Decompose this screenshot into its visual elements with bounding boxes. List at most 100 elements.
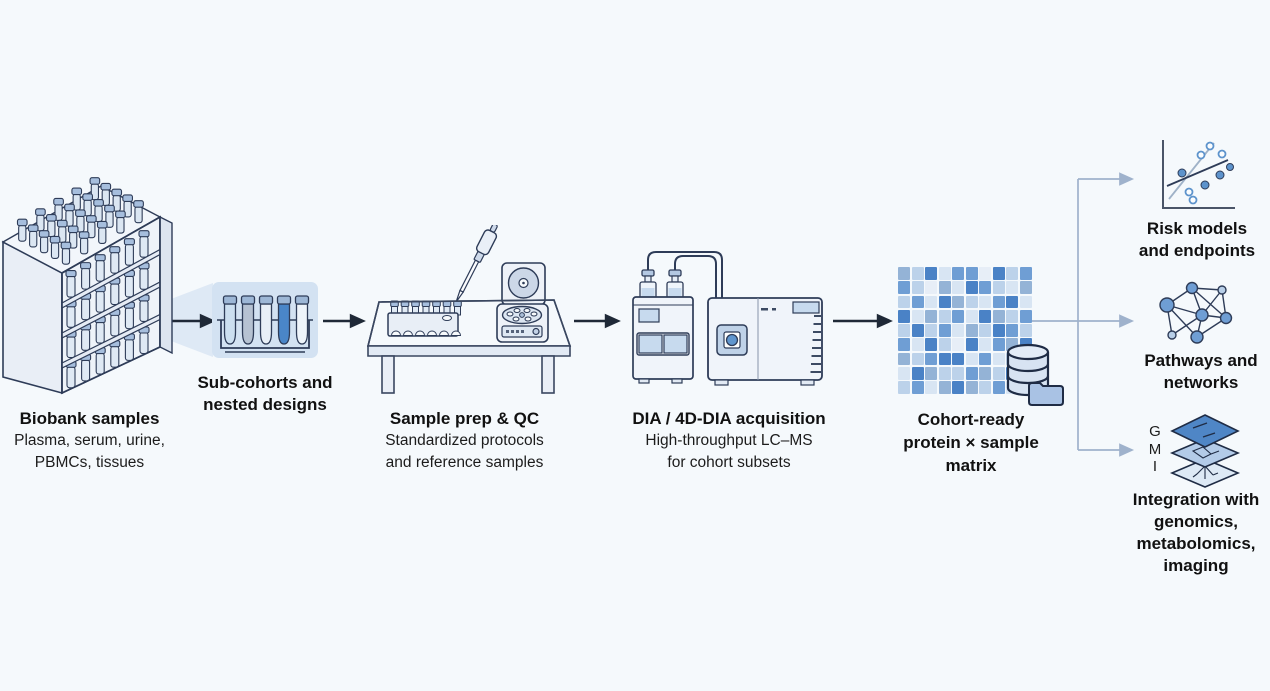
subcohort-inset-panel bbox=[212, 282, 318, 358]
heatmap-cell bbox=[938, 338, 951, 352]
letter-genomics: G bbox=[1149, 423, 1161, 440]
heatmap-cell bbox=[898, 381, 911, 394]
layer-genomics bbox=[1170, 414, 1240, 448]
heatmap-cell bbox=[992, 295, 1005, 309]
heatmap-cell bbox=[965, 381, 978, 394]
heatmap-cell bbox=[952, 267, 965, 280]
sample-tubes bbox=[222, 295, 310, 345]
network-graph-icon bbox=[1159, 281, 1233, 344]
risk-models-label: Risk models and endpoints bbox=[1107, 218, 1270, 262]
heatmap-cell bbox=[965, 324, 978, 337]
heatmap-cell bbox=[1019, 309, 1032, 323]
heatmap-cell bbox=[992, 309, 1005, 323]
stage-title: Sample prep & QC bbox=[389, 409, 540, 428]
heatmap-cell bbox=[1019, 267, 1032, 280]
heatmap-cell bbox=[965, 281, 978, 295]
flow-arrows bbox=[172, 313, 893, 329]
dia-label: DIA / 4D-DIA acquisition High-throughput… bbox=[604, 408, 854, 474]
heatmap-cell bbox=[979, 324, 992, 337]
heatmap-cell bbox=[992, 352, 1005, 366]
folder-icon bbox=[1028, 382, 1064, 406]
heatmap-cell bbox=[925, 381, 938, 394]
heatmap-cell bbox=[911, 267, 924, 280]
heatmap-cell bbox=[992, 366, 1005, 380]
heatmap-matrix bbox=[898, 267, 1032, 394]
stage-title: matrix bbox=[945, 456, 997, 475]
bench-tube-rack bbox=[387, 300, 462, 337]
heatmap-cell bbox=[979, 295, 992, 309]
hplc-cabinet bbox=[632, 296, 694, 384]
heatmap-cell bbox=[911, 309, 924, 323]
pipette-icon bbox=[455, 225, 498, 303]
trend-line-dark bbox=[1166, 159, 1229, 187]
tube-rack-3d-icon bbox=[1, 177, 173, 395]
solvent-bottles bbox=[639, 269, 684, 299]
heatmap-cell bbox=[898, 366, 911, 380]
heatmap-cell bbox=[979, 309, 992, 323]
heatmap-cell bbox=[965, 352, 978, 366]
vent-louvers bbox=[810, 315, 821, 373]
scatter-axes bbox=[1162, 140, 1235, 209]
scatter-points-open bbox=[1184, 141, 1227, 205]
omics-layer-letters: G M I bbox=[1144, 423, 1166, 476]
heatmap-cell bbox=[898, 352, 911, 366]
heatmap-cell bbox=[938, 324, 951, 337]
heatmap-cell bbox=[965, 338, 978, 352]
heatmap-cell bbox=[965, 366, 978, 380]
heatmap-cell bbox=[1006, 309, 1019, 323]
bench-rack-arches bbox=[390, 330, 462, 336]
rack-right-strip bbox=[159, 215, 173, 355]
heatmap-cell bbox=[898, 267, 911, 280]
heatmap-cell bbox=[1006, 324, 1019, 337]
letter-imaging: I bbox=[1152, 458, 1158, 475]
heatmap-cell bbox=[952, 295, 965, 309]
mass-spectrometer bbox=[707, 297, 823, 386]
heatmap-cell bbox=[992, 324, 1005, 337]
output-title: Pathways and bbox=[1144, 351, 1258, 370]
letter-metabolomics: M bbox=[1148, 440, 1162, 458]
heatmap-cell bbox=[992, 267, 1005, 280]
output-title: genomics, bbox=[1153, 512, 1239, 531]
stage-subtitle: PBMCs, tissues bbox=[34, 454, 145, 471]
network-nodes bbox=[1159, 281, 1233, 344]
stacked-omics-layers-icon bbox=[1169, 414, 1241, 488]
heatmap-cell bbox=[898, 338, 911, 352]
heatmap-cell bbox=[1006, 281, 1019, 295]
heatmap-cell bbox=[1006, 267, 1019, 280]
heatmap-cell bbox=[979, 381, 992, 394]
heatmap-cell bbox=[979, 366, 992, 380]
stage-subtitle: and reference samples bbox=[385, 454, 544, 471]
heatmap-cell bbox=[979, 352, 992, 366]
stage-subtitle: Plasma, serum, urine, bbox=[14, 432, 165, 449]
heatmap-cell bbox=[992, 338, 1005, 352]
heatmap-cell bbox=[898, 324, 911, 337]
heatmap-cell bbox=[1006, 295, 1019, 309]
stage-title: Biobank samples bbox=[19, 409, 160, 428]
heatmap-cell bbox=[925, 366, 938, 380]
heatmap-cell bbox=[965, 309, 978, 323]
heatmap-cell bbox=[952, 352, 965, 366]
layer-genomics-doodle bbox=[1192, 422, 1216, 438]
stage-title: DIA / 4D-DIA acquisition bbox=[632, 409, 826, 428]
heatmap-cell bbox=[1019, 295, 1032, 309]
heatmap-cell bbox=[938, 309, 951, 323]
integration-label: Integration with genomics, metabolomics,… bbox=[1106, 489, 1270, 577]
output-title: metabolomics, bbox=[1136, 534, 1256, 553]
branch-lines bbox=[1032, 172, 1135, 457]
heatmap-cell bbox=[938, 295, 951, 309]
heatmap-cell bbox=[979, 281, 992, 295]
layer-metabolomics-doodle bbox=[1191, 446, 1220, 459]
heatmap-cell bbox=[938, 267, 951, 280]
scatter-plot-icon bbox=[1162, 140, 1235, 209]
stage-subtitle: for cohort subsets bbox=[667, 454, 791, 471]
heatmap-cell bbox=[965, 267, 978, 280]
rack-front-outline bbox=[61, 215, 161, 395]
heatmap-cell bbox=[952, 309, 965, 323]
heatmap-cell bbox=[952, 281, 965, 295]
heatmap-cell bbox=[898, 309, 911, 323]
stage-title: Cohort-ready bbox=[917, 410, 1025, 429]
heatmap-cell bbox=[911, 295, 924, 309]
lc-ms-instrument-icon bbox=[632, 251, 823, 386]
heatmap-cell bbox=[952, 366, 965, 380]
